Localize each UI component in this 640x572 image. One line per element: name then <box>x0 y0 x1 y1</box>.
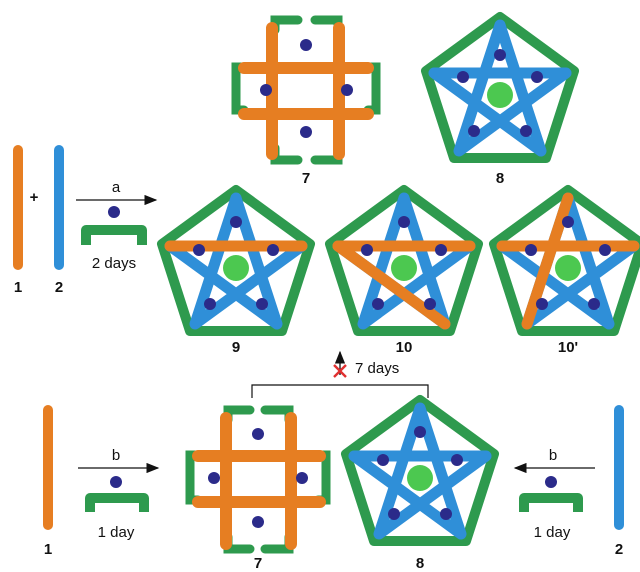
orange-rods <box>238 22 374 160</box>
compound-label: 1 <box>44 541 52 558</box>
reaction-b-time-right: 1 day <box>534 524 571 541</box>
compound-10-prime <box>489 185 640 336</box>
metal-ion-icon <box>110 476 122 488</box>
corner-unit-icon <box>85 493 149 512</box>
compound-label: 8 <box>496 170 504 187</box>
compound-label: 2 <box>55 279 63 296</box>
compound-7-bottom <box>185 405 331 554</box>
compound-label: 10 <box>396 339 413 356</box>
compound-7-top <box>231 15 381 165</box>
compound-8-bottom <box>341 395 499 546</box>
compound-label: 1 <box>14 279 22 296</box>
compound-label: 2 <box>615 541 623 558</box>
compound-9 <box>157 185 315 336</box>
corner-unit-icon <box>519 493 583 512</box>
corner-unit-icon <box>81 225 147 245</box>
metal-ion-icon <box>108 206 120 218</box>
reaction-b-label-right: b <box>549 447 557 464</box>
compound-label: 7 <box>302 170 310 187</box>
compound-label: 8 <box>416 555 424 572</box>
rod-2-top <box>54 145 64 270</box>
conversion-arrow <box>333 350 347 378</box>
metal-ions <box>260 39 353 138</box>
metal-ion-icon <box>545 476 557 488</box>
orange-rods <box>192 412 326 550</box>
bracket-line <box>251 384 429 398</box>
compound-label: 7 <box>254 555 262 572</box>
reaction-a-label: a <box>112 179 121 196</box>
compound-10 <box>325 185 483 336</box>
rod-1-bottom <box>43 405 53 530</box>
reaction-b-time-left: 1 day <box>98 524 135 541</box>
reaction-a-time: 2 days <box>92 255 136 272</box>
conversion-time: 7 days <box>355 360 399 377</box>
compound-8-top <box>421 12 579 163</box>
compound-label: 9 <box>232 339 240 356</box>
rod-1-top <box>13 145 23 270</box>
plus-sign: + <box>30 189 39 206</box>
compound-label: 10' <box>558 339 578 356</box>
rod-2-bottom <box>614 405 624 530</box>
reaction-b-label-left: b <box>112 447 120 464</box>
metal-ions <box>208 428 308 528</box>
